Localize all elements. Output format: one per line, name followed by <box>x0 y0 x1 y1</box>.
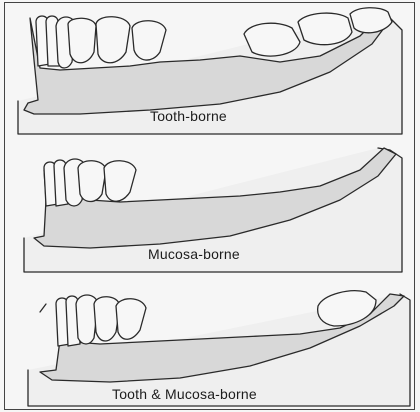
tooth-premolar-2 <box>116 299 146 340</box>
tooth-premolar-1 <box>68 18 96 63</box>
tooth-posterior-1 <box>244 23 300 56</box>
tooth-posterior-2 <box>298 13 352 45</box>
label-tooth-borne: Tooth-borne <box>150 108 227 124</box>
tooth-molar-1 <box>132 21 166 60</box>
label-mucosa-borne: Mucosa-borne <box>148 246 240 262</box>
label-tooth-and-mucosa-borne: Tooth & Mucosa-borne <box>112 386 257 402</box>
tooth-premolar-2 <box>96 17 130 63</box>
tooth-premolar-2 <box>104 161 136 202</box>
tooth-premolar-1 <box>94 297 120 341</box>
stroke-mark <box>40 304 46 312</box>
tooth-premolar-1 <box>78 161 106 202</box>
